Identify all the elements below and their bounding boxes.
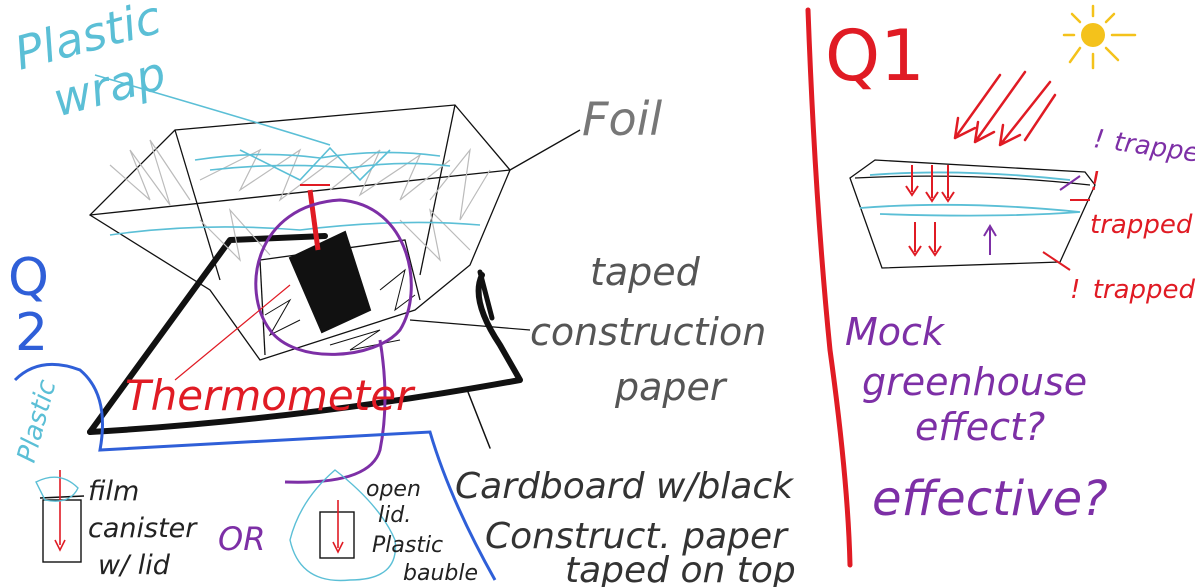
thermometer-label: Thermometer [125,371,416,420]
cardboard-scribbles [264,268,416,351]
q1-heading: Q1 [825,15,925,97]
section-divider [805,7,853,568]
foil-box [88,104,581,361]
q1-up-arrow [983,175,1081,255]
trapped-label-1: ! trapped [1092,124,1195,171]
foil-scribble [109,139,491,262]
trapped-label-3: ! trapped [1070,275,1195,305]
leader-lines [409,319,531,331]
foil-label: Foil [582,92,662,146]
mock-greenhouse-label: Mock greenhouse effect? [845,310,1099,449]
cardboard-base [87,233,523,449]
plastic-wrap-lines [94,74,481,236]
effective-label: effective? [872,471,1108,527]
taped-construction-paper-label: taped construction paper [530,250,778,409]
q1-greenhouse-box [849,159,1096,269]
q2-outline [13,362,497,581]
thermometer-drawing [288,184,372,334]
or-label: OR [218,520,265,558]
sun-icon [1062,4,1137,70]
trapped-label-2: ! trapped [1090,167,1193,240]
plastic-wrap-label: Plastic wrap [9,0,195,134]
open-lid-label: open lid. Plastic bauble [366,477,478,586]
film-canister-drawing [35,470,85,563]
q1-plastic-lines [859,171,1081,217]
thermometer-pointer [174,284,291,381]
sunlight-arrows [953,70,1057,147]
plastic-bauble-drawing [289,469,397,582]
q2-heading: Q 2 [8,248,65,363]
q1-heat-arrows [905,165,1090,271]
plastic-label: Plastic [12,377,63,466]
purple-highlight-circle [254,198,413,484]
cardboard-label: Cardboard w/black Construct. paper taped… [455,466,804,587]
film-canister-label: film canister w/ lid [88,476,205,581]
